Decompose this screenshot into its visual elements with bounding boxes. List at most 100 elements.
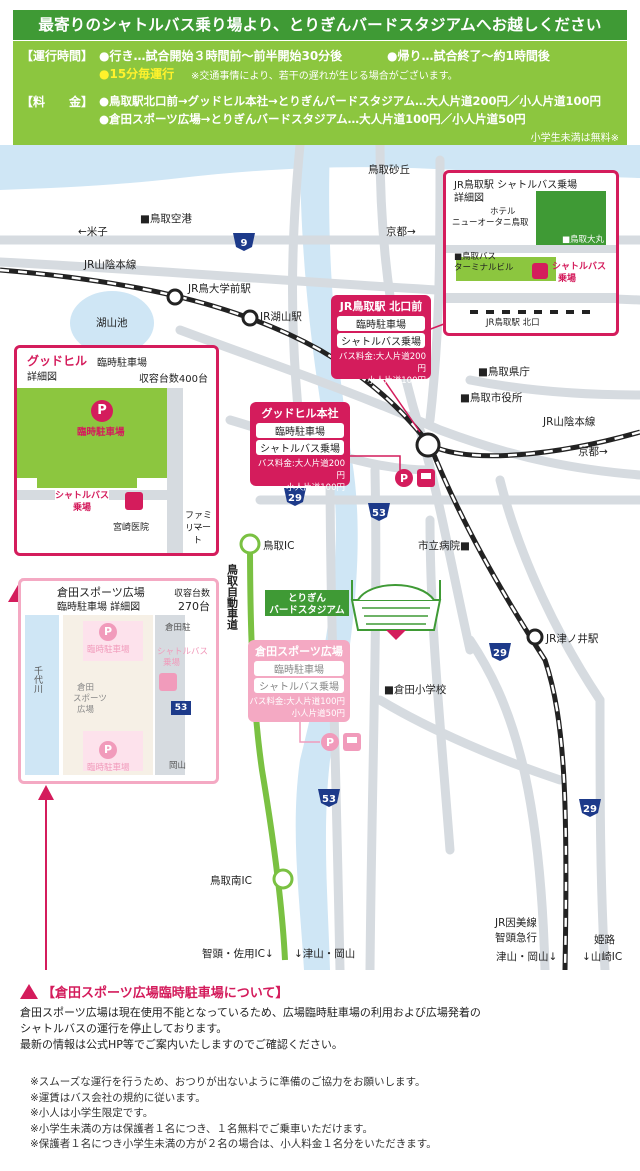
goodhill-inset-family-2: マート [193,523,212,546]
label-expressway: 鳥取自動車道 [226,563,239,631]
kurata-callout-fare-2: 小人片道50円 [291,709,345,719]
caution-icon [20,984,38,999]
fare-note: 小学生未満は無料※ [530,133,619,144]
kurata-inset-shuttle-2: 乗場 [163,658,181,668]
label-tottori-ic: 鳥取IC [263,539,294,552]
label-hospital: 市立病院■ [418,539,470,552]
svg-text:29: 29 [288,493,302,504]
station-inset-title: JR鳥取駅 シャトルバス乗場 [454,180,578,191]
rail-lines [0,267,640,970]
kurata-callout-shuttle: シャトルバス乗場 [254,678,344,693]
fare-label: 【料 金】 [21,95,94,109]
svg-text:29: 29 [493,648,507,659]
caution-section: 【倉田スポーツ広場臨時駐車場について】 倉田スポーツ広場は現在使用不能となってい… [20,982,630,1053]
label-koyamaike: 湖山池 [96,316,128,329]
kurata-inset-kurata-2: スポーツ [73,694,107,704]
label-yamasaki: ↓山崎IC [582,950,622,963]
route-29-icon: 29 [284,488,306,506]
kurata-inset-chiyogawa: 千代川 [32,666,42,693]
label-sanin-right: JR山陰本線 [542,415,596,428]
stadium-name-1: とりぎん [288,592,327,604]
station-callout-temp: 臨時駐車場 [337,316,425,331]
fare-line-2: ●倉田スポーツ広場→とりぎんバードスタジアム…大人片道100円／小人片道50円 [99,112,526,126]
kurata-callout-title: 倉田スポーツ広場 [255,645,343,658]
parking-icon: P [400,472,408,485]
note-item: ※運賃はバス会社の規約に従います。 [30,1091,206,1104]
goodhill-inset-title-sub: 臨時駐車場 [97,358,147,369]
route-53-icon: 53 [318,789,340,807]
note-item: ※保護者１名につき小学生未満の方が２名の場合は、小人料金１名分をいただきます。 [30,1138,437,1150]
kurata-inset-okayama: 岡山 [169,761,187,771]
label-tsuyama-left: ↓津山・岡山 [294,948,355,960]
parking-icon: P [99,623,117,641]
label-daigakumae: JR鳥大学前駅 [187,282,251,295]
goodhill-inset-shuttle-2: 乗場 [73,500,92,513]
stadium-icon [350,580,442,640]
hours-label: 【運行時間】 [21,49,94,63]
label-pref: ■鳥取県庁 [478,365,530,378]
label-sanin-left: JR山陰本線 [83,258,137,271]
kurata-inset-temp-2: 臨時駐車場 [87,763,130,773]
station-inset-daimaru: ■鳥取大丸 [562,235,605,245]
label-kurata-school: ■倉田小学校 [384,683,447,696]
goodhill-callout-fare-1: バス料金:大人片道200円 [257,459,345,481]
station-callout: JR鳥取駅 北口前 臨時駐車場 シャトルバス乗場 バス料金:大人片道200円 小… [331,295,431,386]
goodhill-marker: P [395,469,435,487]
caution-line-1: 倉田スポーツ広場は現在使用不能となっているため、広場臨時駐車場の利用および広場発… [20,1006,481,1019]
kurata-inset-sub: 臨時駐車場 詳細図 [57,602,141,613]
label-kyoto-top: 京都→ [386,225,416,238]
label-tsuyama-right: 津山・岡山↓ [496,951,557,963]
route-9-icon: 9 [233,233,255,251]
lake-koyama [70,291,154,355]
goodhill-inset-sub: 詳細図 [27,372,57,383]
goodhill-inset-capacity: 収容台数400台 [138,374,208,385]
station-inset-terminal-2: ターミナルビル [454,263,514,273]
station-inset-hotel-1: ホテル [490,207,516,217]
label-chizu-kyuko: 智頭急行 [495,931,537,944]
notes-section: ※スムーズな運行を行うため、おつりが出ないように準備のご協力をお願いします。 ※… [30,1075,630,1153]
label-chizu: 智頭・佐用IC↓ [202,947,274,960]
bus-icon [159,673,177,691]
station-inset-sub: 詳細図 [454,193,484,204]
kurata-marker: P [321,733,361,751]
goodhill-callout: グッドヒル本社 臨時駐車場 シャトルバス乗場 バス料金:大人片道200円 小人片… [250,402,350,493]
goodhill-inset: グッドヒル 臨時駐車場 詳細図 収容台数400台 P 臨時駐車場 シャトルバス … [14,345,219,556]
kurata-callout-temp: 臨時駐車場 [254,661,344,676]
label-tsunoi: JR津ノ井駅 [545,632,599,645]
parking-icon: P [326,736,334,749]
station-inset: JR鳥取駅 シャトルバス乗場 詳細図 ホテル ニューオータニ鳥取 ■鳥取大丸 ■… [443,170,619,336]
goodhill-inset-shuttle-1: シャトルバス [55,488,110,501]
expressway-line [247,539,288,961]
svg-text:53: 53 [322,794,336,805]
river-sendai [295,145,358,970]
svg-text:29: 29 [583,804,597,815]
station-inset-shuttle-2: 乗場 [558,274,577,284]
label-cityhall: ■鳥取市役所 [460,391,523,404]
stations [166,288,544,890]
route-shields: 9 29 53 29 53 29 [233,233,601,817]
route-53-icon: 53 [368,503,390,521]
goodhill-inset-family-1: ファミリー [185,511,213,534]
label-kyoto-right: 京都→ [578,445,608,458]
goodhill-callout-temp: 臨時駐車場 [256,423,344,438]
caution-title: 【倉田スポーツ広場臨時駐車場について】 [42,986,289,1001]
stadium-name-2: バードスタジアム [269,604,345,616]
station-inset-terminal-1: ■鳥取バス [454,252,497,262]
kurata-callout-fare-1: バス料金:大人片道100円 [249,697,345,707]
kurata-inset-title: 倉田スポーツ広場 [57,586,145,599]
route-29-icon: 29 [489,643,511,661]
route-29-icon: 29 [579,799,601,817]
kurata-inset: 倉田スポーツ広場 収容台数 臨時駐車場 詳細図 270台 千代川 P 臨時駐車場… [18,578,219,784]
interval: ●15分毎運行 [99,67,175,81]
hours-go: ●行き…試合開始３時間前〜前半開始30分後 [99,49,343,63]
note-item: ※スムーズな運行を行うため、おつりが出ないように準備のご協力をお願いします。 [30,1076,426,1088]
info-box: 【運行時間】 ●行き…試合開始３時間前〜前半開始30分後 ●帰り…試合終了〜約1… [13,41,627,145]
stadium-label-bg [265,590,349,616]
kurata-inset-kurata-1: 倉田 [77,683,95,693]
label-koyama: JR湖山駅 [259,311,302,323]
kurata-inset-capacity: 270台 [178,600,210,613]
station-callout-fare-2: 小人片道100円 [367,376,426,386]
parking-icon: P [99,741,117,759]
station-inset-hotel-2: ニューオータニ鳥取 [452,218,529,228]
goodhill-callout-shuttle: シャトルバス乗場 [256,440,344,455]
